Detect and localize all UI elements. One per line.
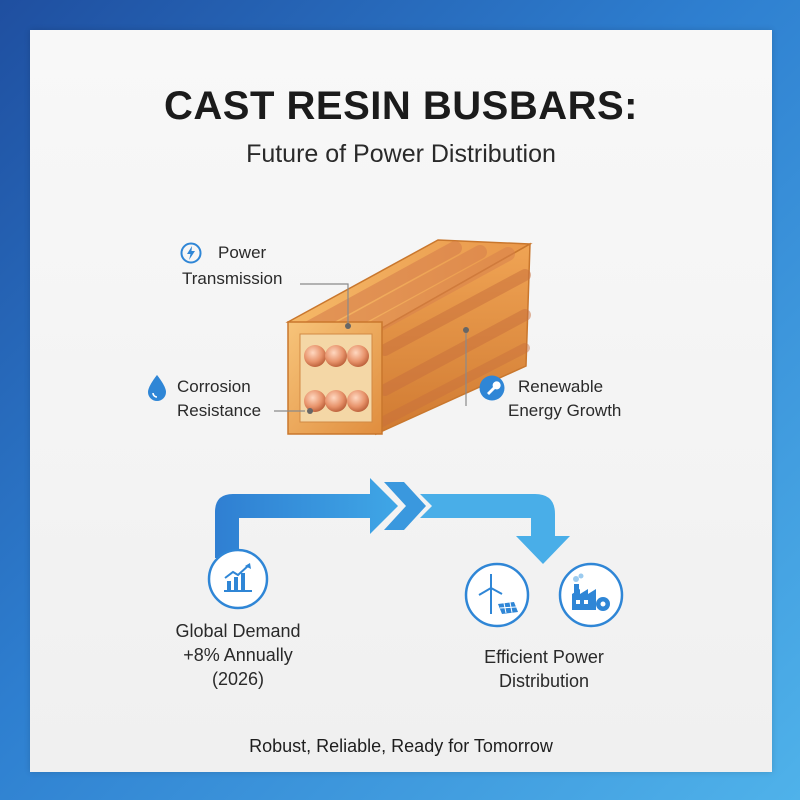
feature-corrosion-line1: Corrosion (177, 377, 251, 396)
copper-rod-end (325, 390, 347, 412)
copper-rod-end (325, 345, 347, 367)
page-subtitle: Future of Power Distribution (246, 140, 556, 168)
wind-solar-icon (464, 562, 530, 628)
efficient-line2: Distribution (498, 671, 590, 691)
lightning-bolt-icon (180, 242, 202, 264)
demand-line2: +8% Annually (183, 645, 293, 665)
busbar-illustration (215, 239, 570, 564)
feature-power-line2: Transmission (182, 269, 283, 288)
page-title: CAST RESIN BUSBARS: (164, 84, 638, 128)
factory-gear-icon (558, 562, 624, 628)
copper-rod-end (304, 390, 326, 412)
feature-power-line1: Power (218, 243, 267, 262)
infographic-card: CAST RESIN BUSBARS: Future of Power Dist… (30, 30, 772, 772)
water-drop-icon (148, 375, 166, 401)
feature-renewable-line1: Renewable (518, 377, 604, 396)
demand-line1: Global Demand (175, 621, 301, 641)
feature-renewable-line2: Energy Growth (508, 401, 622, 420)
copper-rod-end (347, 345, 369, 367)
feature-corrosion-line2: Resistance (177, 401, 262, 420)
chevron-icon (384, 482, 426, 530)
flow-arrow-left (215, 478, 398, 558)
footer-tagline: Robust, Reliable, Ready for Tomorrow (249, 736, 553, 756)
efficient-line1: Efficient Power (484, 647, 604, 667)
copper-rod-end (304, 345, 326, 367)
wrench-icon (479, 375, 505, 401)
copper-rod-end (347, 390, 369, 412)
demand-line3: (2026) (211, 669, 265, 689)
bar-chart-growth-icon (207, 548, 269, 610)
flow-arrow-right (420, 494, 570, 564)
